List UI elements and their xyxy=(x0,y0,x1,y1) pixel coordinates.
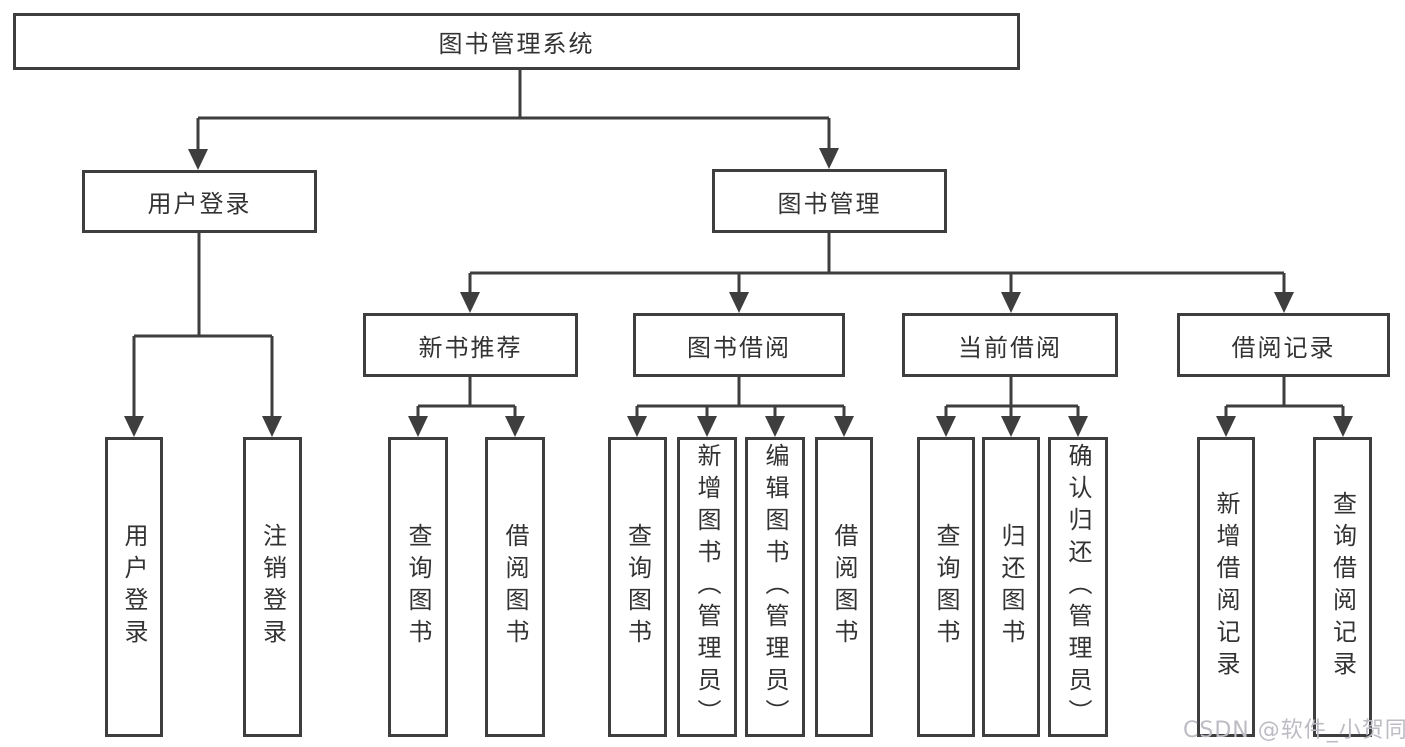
node-label: 注销登录 xyxy=(258,523,287,651)
node-label: 图书管理系统 xyxy=(438,30,595,58)
node-leaf-add-books-admin: 新增图书（管理员） xyxy=(677,437,737,737)
csdn-watermark: CSDN @软件_小贺同学 xyxy=(1183,718,1405,743)
node-label: 借阅图书 xyxy=(501,523,529,651)
node-label: 新增借阅记录 xyxy=(1212,491,1240,683)
node-library-management-system: 图书管理系统 xyxy=(13,13,1020,70)
node-leaf-borrow-books-recommend: 借阅图书 xyxy=(485,437,545,737)
node-label: 查询借阅记录 xyxy=(1328,491,1357,683)
node-label: 归还图书 xyxy=(997,523,1025,651)
node-current-borrowing: 当前借阅 xyxy=(902,313,1118,377)
node-label: 用户登录 xyxy=(147,190,252,218)
node-leaf-user-login: 用户登录 xyxy=(105,437,163,737)
node-label: 借阅图书 xyxy=(830,523,858,651)
node-new-book-recommendation: 新书推荐 xyxy=(363,313,578,377)
node-label: 查询图书 xyxy=(623,523,652,651)
node-book-borrowing: 图书借阅 xyxy=(633,313,845,377)
node-leaf-query-borrow-record: 查询借阅记录 xyxy=(1313,437,1372,737)
node-label: 当前借阅 xyxy=(958,333,1062,362)
node-leaf-borrow-books: 借阅图书 xyxy=(815,437,873,737)
node-label: 图书管理 xyxy=(777,189,882,218)
node-label: 借阅记录 xyxy=(1231,333,1336,362)
node-label: 确认归还（管理员） xyxy=(1064,443,1092,731)
node-label: 新书推荐 xyxy=(418,333,523,362)
node-label: 查询图书 xyxy=(404,523,432,651)
node-label: 编辑图书（管理员） xyxy=(761,443,789,731)
node-borrowing-records: 借阅记录 xyxy=(1177,313,1390,377)
node-leaf-add-borrow-record: 新增借阅记录 xyxy=(1197,437,1255,737)
edge-paths xyxy=(132,70,1345,420)
node-user-login: 用户登录 xyxy=(82,170,317,233)
node-leaf-confirm-return-admin: 确认归还（管理员） xyxy=(1048,437,1108,737)
node-label: 查询图书 xyxy=(932,523,960,651)
node-leaf-logout: 注销登录 xyxy=(243,437,302,737)
node-book-management: 图书管理 xyxy=(712,169,947,233)
node-label: 用户登录 xyxy=(120,523,148,651)
node-leaf-edit-books-admin: 编辑图书（管理员） xyxy=(745,437,805,737)
node-leaf-query-books-borrow: 查询图书 xyxy=(608,437,667,737)
node-label: 图书借阅 xyxy=(687,333,791,362)
node-label: 新增图书（管理员） xyxy=(693,443,721,731)
node-leaf-return-books: 归还图书 xyxy=(982,437,1040,737)
arrowheads xyxy=(124,148,1353,437)
node-leaf-query-books-current: 查询图书 xyxy=(917,437,975,737)
node-leaf-query-books-recommend: 查询图书 xyxy=(388,437,448,737)
